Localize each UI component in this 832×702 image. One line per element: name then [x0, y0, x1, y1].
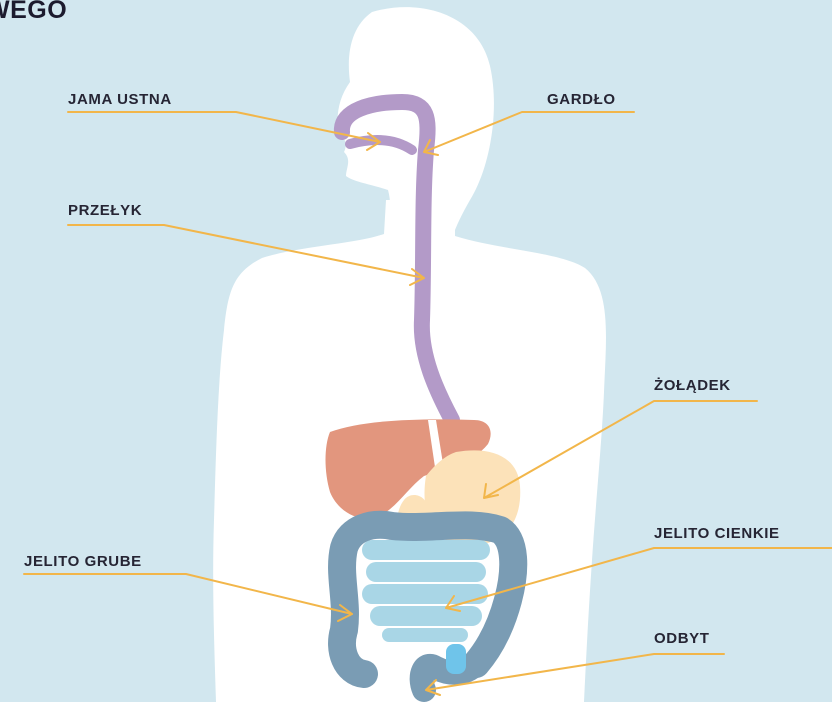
label-zoladek: ŻOŁĄDEK	[654, 377, 731, 394]
label-gardlo: GARDŁO	[547, 91, 616, 108]
label-jama-ustna: JAMA USTNA	[68, 91, 172, 108]
arrow-jama-ustna	[68, 112, 380, 150]
label-odbyt: ODBYT	[654, 630, 710, 647]
page-title: WEGO	[0, 0, 67, 25]
label-jelito-grube: JELITO GRUBE	[24, 553, 142, 570]
label-jelito-cienkie: JELITO CIENKIE	[654, 525, 780, 542]
rectum-highlight	[446, 644, 466, 674]
label-przelyk: PRZEŁYK	[68, 202, 142, 219]
